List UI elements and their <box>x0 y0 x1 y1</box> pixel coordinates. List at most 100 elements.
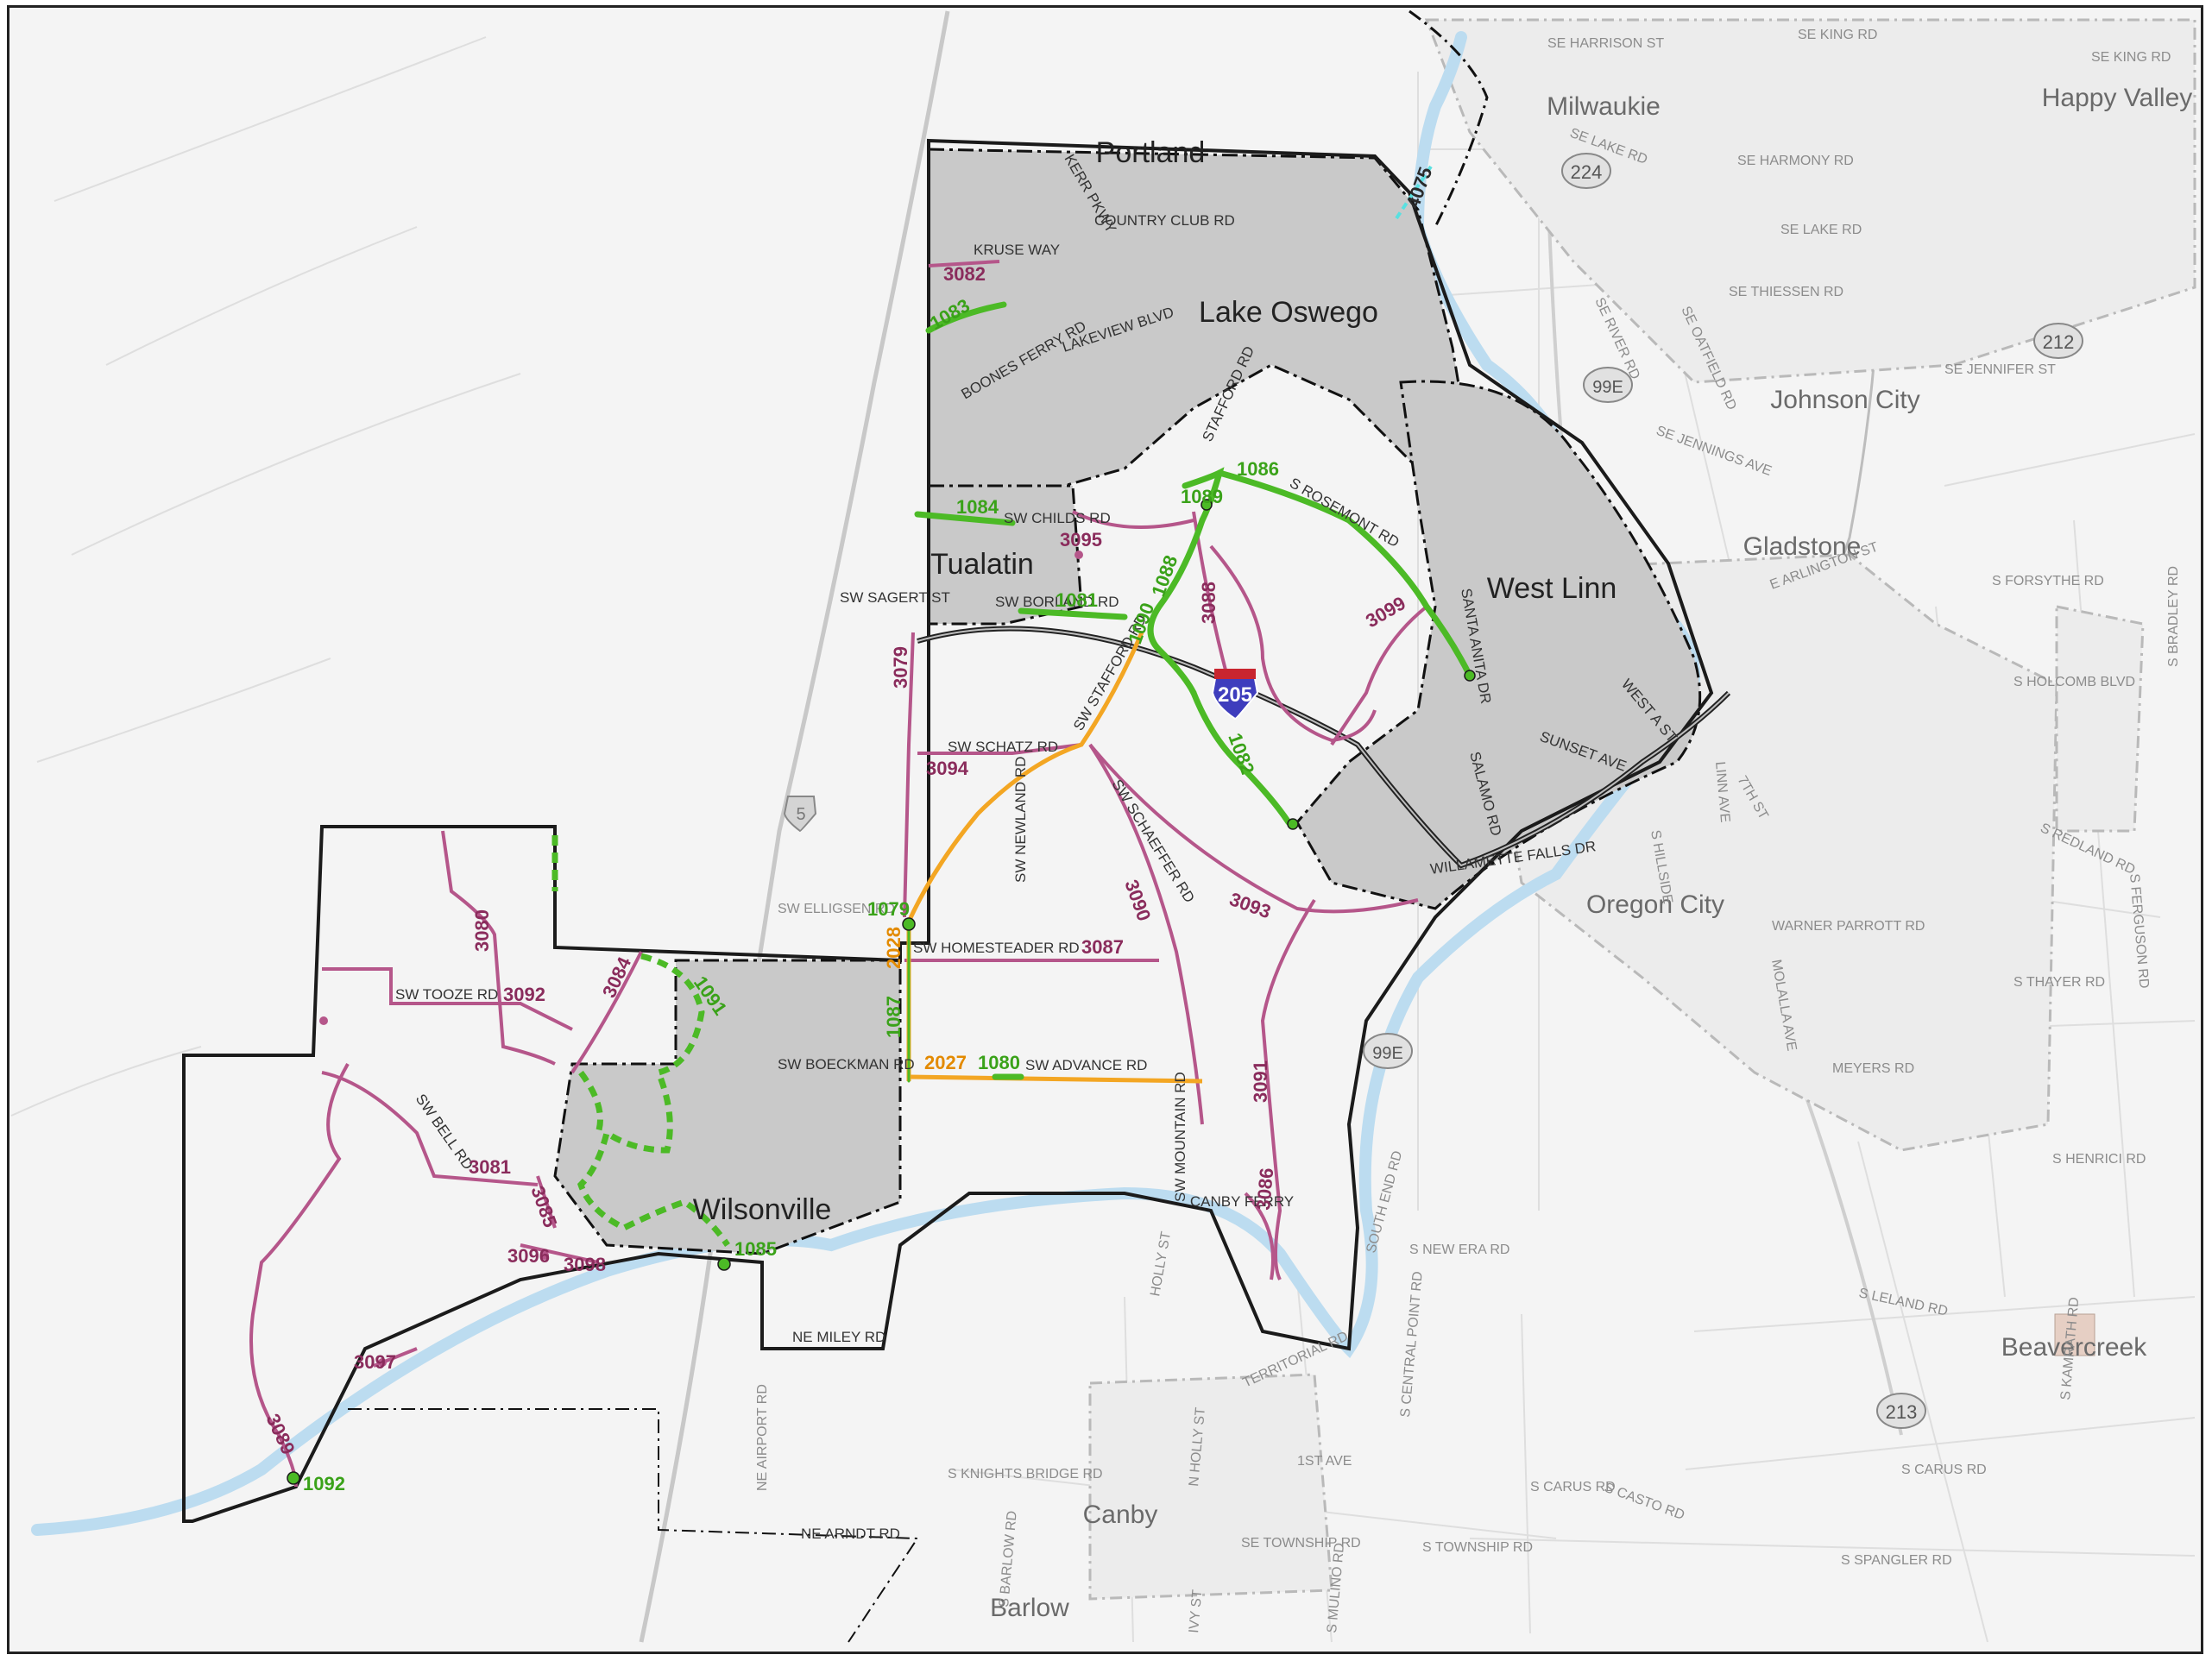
wilsonville-area <box>553 959 902 1255</box>
node-1089 <box>1201 499 1213 511</box>
map-frame[interactable]: 205 5 224 212 99E 99E 213 Portland Milwa… <box>7 5 2203 1654</box>
shield-or224: 224 <box>1561 153 1611 189</box>
node-1092 <box>287 1471 300 1485</box>
road-sagert: SW SAGERT ST <box>840 589 950 606</box>
i5-highway-line <box>639 10 950 1643</box>
place-happy-valley: Happy Valley <box>2042 84 2193 112</box>
label-2027: 2027 <box>924 1052 967 1073</box>
project-1090-orange <box>906 632 1144 923</box>
place-johnson-city: Johnson City <box>1770 386 1919 414</box>
road-airport: NE AIRPORT RD <box>755 1384 770 1491</box>
project-3081 <box>321 1071 539 1186</box>
label-3096: 3096 <box>507 1245 550 1267</box>
project-3099 <box>1330 605 1428 746</box>
label-3095: 3095 <box>1060 529 1102 551</box>
road-childs: SW CHILDS RD <box>1004 510 1111 526</box>
project-3091 <box>1260 898 1316 1280</box>
place-labels: Portland Milwaukie Happy Valley Lake Osw… <box>693 84 2193 1622</box>
road-schatz: SW SCHATZ RD <box>948 739 1058 755</box>
label-3097: 3097 <box>354 1351 396 1373</box>
project-1084 <box>914 511 1016 526</box>
label-3099: 3099 <box>1362 592 1409 632</box>
shield-or213: 213 <box>1876 1393 1926 1429</box>
road-carus: S CARUS RD <box>1530 1480 1616 1494</box>
project-3095 <box>1072 510 1194 529</box>
road-linn-ave: LINN AVE <box>1712 761 1732 823</box>
label-1085: 1085 <box>734 1238 777 1260</box>
shield-or99e-south-label: 99E <box>1372 1044 1403 1063</box>
shield-or212: 212 <box>2033 323 2083 359</box>
project-1082 <box>1190 689 1292 826</box>
project-2027 <box>908 1074 1203 1084</box>
place-beavercreek: Beavercreek <box>2001 1333 2147 1362</box>
road-kruse-way: KRUSE WAY <box>974 242 1060 258</box>
label-1080: 1080 <box>978 1052 1020 1073</box>
road-carus-e: S CARUS RD <box>1901 1463 1987 1477</box>
project-1091-branch <box>578 1070 603 1135</box>
project-3084 <box>570 951 643 1074</box>
road-spangler: S SPANGLER RD <box>1841 1553 1952 1568</box>
road-new-era: S NEW ERA RD <box>1409 1243 1509 1257</box>
green-projects[interactable] <box>907 301 1473 1083</box>
project-dots[interactable] <box>287 499 1476 1485</box>
road-newland: SW NEWLAND RD <box>1012 757 1029 883</box>
green-dashed-projects[interactable] <box>551 835 730 1247</box>
project-3079 <box>903 632 915 918</box>
place-gladstone: Gladstone <box>1743 532 1862 561</box>
project-3092 <box>322 967 573 1031</box>
road-warner-parrott: WARNER PARROTT RD <box>1772 919 1925 934</box>
project-3080 <box>441 830 556 1066</box>
road-bell: SW BELL RD <box>413 1091 476 1173</box>
label-3079: 3079 <box>890 646 911 689</box>
road-bradley: S BRADLEY RD <box>2166 566 2181 667</box>
road-central-point: S CENTRAL POINT RD <box>1398 1271 1426 1419</box>
road-holly: HOLLY ST <box>1148 1230 1174 1298</box>
road-ferguson: S FERGUSON RD <box>2127 873 2152 989</box>
project-1091-loop <box>577 953 730 1247</box>
label-3091: 3091 <box>1250 1060 1271 1103</box>
road-forsythe: S FORSYTHE RD <box>1992 574 2104 588</box>
label-3098: 3098 <box>564 1254 606 1275</box>
place-oregon-city: Oregon City <box>1586 890 1724 919</box>
label-1089: 1089 <box>1181 486 1223 507</box>
pink-projects[interactable] <box>249 260 1428 1488</box>
place-milwaukie: Milwaukie <box>1547 92 1661 121</box>
road-se-thiessen: SE THIESSEN RD <box>1729 285 1843 299</box>
road-homesteader: SW HOMESTEADER RD <box>913 940 1080 956</box>
label-3087: 3087 <box>1081 936 1124 958</box>
node-1079 <box>902 917 916 931</box>
road-se-jennings: SE JENNINGS AVE <box>1654 424 1774 479</box>
label-3088: 3088 <box>1198 582 1219 624</box>
road-borland: SW BORLAND RD <box>995 594 1119 610</box>
road-holcomb: S HOLCOMB BLVD <box>2013 675 2135 689</box>
road-se-harrison: SE HARRISON ST <box>1547 36 1664 51</box>
project-1083 <box>925 301 1007 334</box>
road-tooze: SW TOOZE RD <box>395 986 498 1003</box>
road-township: SE TOWNSHIP RD <box>1241 1536 1361 1551</box>
label-1081: 1081 <box>1056 589 1098 611</box>
road-se-king: SE KING RD <box>1798 28 1877 42</box>
study-area-boundary <box>182 138 1714 1523</box>
label-2028: 2028 <box>883 927 904 969</box>
label-3089: 3089 <box>262 1411 299 1458</box>
node-1082 <box>1287 818 1299 830</box>
label-1084: 1084 <box>956 496 999 518</box>
road-se-jennifer: SE JENNIFER ST <box>1944 362 2056 377</box>
map-canvas[interactable]: 205 5 224 212 99E 99E 213 Portland Milwa… <box>9 8 2203 1654</box>
place-portland: Portland <box>1096 136 1206 169</box>
label-1087: 1087 <box>883 996 904 1038</box>
shield-i5: 5 <box>783 796 817 833</box>
place-canby-ferry: CANBY FERRY <box>1190 1193 1294 1210</box>
project-3090 <box>1088 743 1204 1125</box>
i205-freeway-casing <box>917 627 1730 867</box>
shield-i205: 205 <box>1211 669 1259 720</box>
road-mountain: SW MOUNTAIN RD <box>1172 1072 1188 1202</box>
shield-i5-label: 5 <box>796 805 805 824</box>
road-henrici: S HENRICI RD <box>2052 1152 2146 1167</box>
road-se-lake-e: SE LAKE RD <box>1780 223 1862 237</box>
pink-dots[interactable] <box>319 551 1083 1367</box>
label-1092: 1092 <box>303 1473 345 1494</box>
label-3086: 3086 <box>1252 1167 1277 1211</box>
project-3085 <box>536 1175 557 1229</box>
road-meyers: MEYERS RD <box>1832 1061 1914 1076</box>
